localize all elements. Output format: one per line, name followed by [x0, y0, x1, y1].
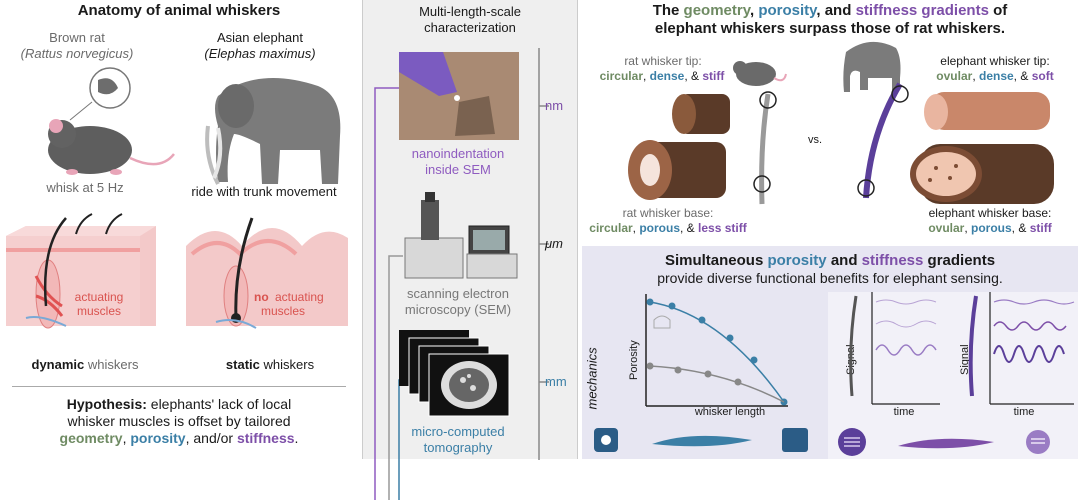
sem-label-2: microscopy (SEM) — [404, 302, 512, 317]
bottom-right-panel: Simultaneous porosity and stiffness grad… — [582, 246, 1078, 459]
scale-mm: mm — [545, 374, 567, 389]
nanoindentation-label-1: nanoindentation — [411, 146, 505, 161]
elephant-muscle-label-1: actuating — [275, 290, 324, 304]
elephant-muscle-label-2: muscles — [260, 304, 305, 318]
bottom-right-title-line1: Simultaneous porosity and stiffness grad… — [664, 252, 996, 269]
middle-title-line2: characterization — [424, 20, 516, 35]
rat-skin-diagram — [6, 213, 156, 329]
rat-muscle-label-1: actuating — [74, 290, 124, 304]
rat-latin: (Rattus norvegicus) — [20, 46, 134, 61]
elephant-whisker-tip-section — [924, 92, 1050, 130]
micro-ct-stack — [399, 330, 510, 417]
rat-tip-properties: circular, dense, & stiff — [599, 69, 725, 83]
elephant-whisker-base-section — [910, 144, 1054, 204]
dynamic-whiskers-label: dynamic whiskers — [31, 357, 139, 372]
porosity-axis-label: Porosity — [628, 340, 640, 380]
small-elephant-icon — [843, 41, 901, 92]
time-label-elephant: time — [1013, 406, 1035, 418]
middle-panel: Multi-length-scale characterization nm μ… — [362, 0, 578, 500]
rat-illustration — [48, 67, 175, 175]
signal-plots — [849, 292, 1075, 405]
rat-tip-label: rat whisker tip: — [624, 54, 702, 68]
elephant-whisker — [857, 82, 909, 199]
mechanics-subpanel: mechanics Porosity whisker length — [582, 292, 828, 459]
rat-caption: whisk at 5 Hz — [46, 180, 124, 195]
rat-base-label: rat whisker base: — [622, 206, 714, 220]
sem-label-1: scanning electron — [407, 286, 509, 301]
bottom-right-title-line2: provide diverse functional benefits for … — [657, 270, 1003, 286]
elephant-skin-diagram — [186, 217, 348, 329]
elephant-base-properties: ovular, porous, & stiff — [928, 221, 1052, 235]
signal-subpanel: Signal Signal time time — [828, 292, 1078, 459]
top-right-title-line1: The geometry, porosity, and stiffness gr… — [652, 2, 1008, 19]
top-right-title-line2: elephant whiskers surpass those of rat w… — [654, 20, 1006, 37]
nanoindentation-label-2: inside SEM — [425, 162, 491, 177]
middle-title-line1: Multi-length-scale — [419, 4, 521, 19]
time-label-rat: time — [893, 406, 915, 418]
rat-whisker — [753, 91, 777, 205]
elephant-latin: (Elephas maximus) — [204, 46, 316, 61]
rat-name: Brown rat — [49, 30, 105, 45]
left-panel: Anatomy of animal whiskers Brown rat (Ra… — [0, 0, 358, 459]
elephant-tip-label: elephant whisker tip: — [940, 54, 1050, 68]
signal-bottom-icons — [838, 428, 1050, 456]
mechanics-bottom-icons — [594, 428, 808, 452]
rat-whisker-base-section — [628, 140, 726, 200]
elephant-illustration — [205, 78, 341, 185]
rat-whisker-tip-section — [672, 94, 730, 134]
static-whiskers-label: static whiskers — [225, 357, 315, 372]
small-rat-icon — [733, 61, 787, 86]
sem-machine-illustration — [404, 192, 518, 279]
porosity-plot — [645, 294, 788, 407]
elephant-muscle-no: no — [254, 290, 269, 304]
elephant-base-label: elephant whisker base: — [928, 206, 1052, 220]
mechanics-label: mechanics — [584, 347, 600, 410]
left-title: Anatomy of animal whiskers — [77, 2, 281, 19]
nanoindentation-image — [399, 52, 519, 140]
micro-ct-label-1: micro-computed — [411, 424, 505, 439]
scale-nm: nm — [545, 98, 564, 113]
whisker-length-label: whisker length — [694, 406, 766, 418]
elephant-name: Asian elephant — [216, 30, 303, 45]
elephant-caption: ride with trunk movement — [191, 184, 337, 199]
length-scale-axis — [538, 48, 549, 460]
left-divider — [12, 386, 346, 387]
vs-label: vs. — [808, 134, 823, 146]
micro-ct-label-2: tomography — [423, 440, 493, 455]
rat-muscle-label-2: muscles — [76, 304, 121, 318]
scale-um: μm — [545, 236, 563, 251]
top-right-panel: The geometry, porosity, and stiffness gr… — [580, 0, 1080, 244]
elephant-tip-properties: ovular, dense, & soft — [936, 69, 1054, 83]
hypothesis-text: Hypothesis: elephants' lack of local whi… — [59, 396, 299, 446]
rat-base-properties: circular, porous, & less stiff — [589, 221, 747, 235]
